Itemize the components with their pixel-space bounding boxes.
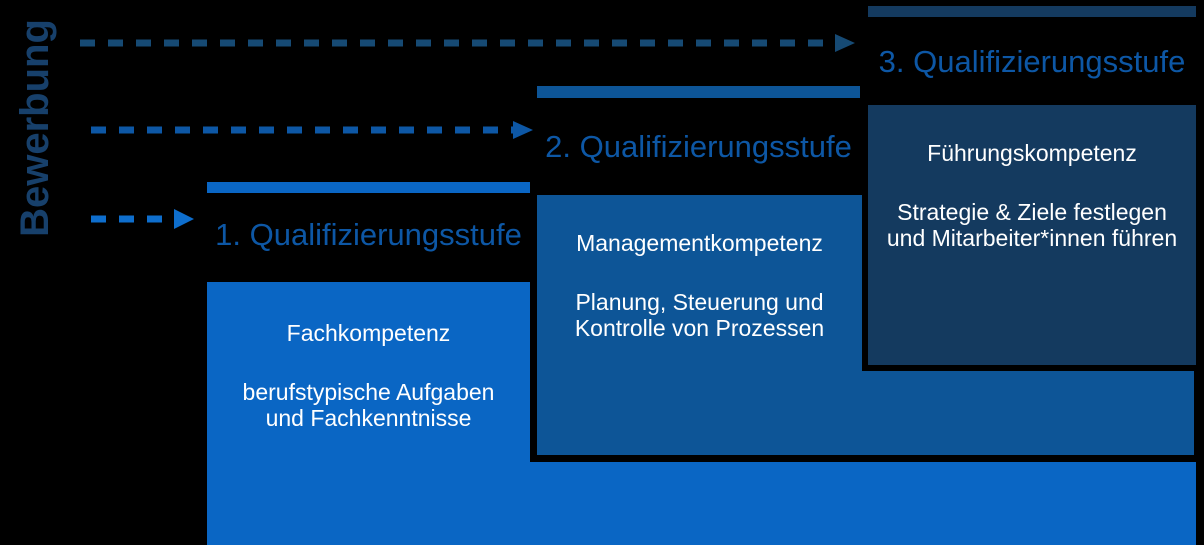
step3-box-line-1: Strategie & Ziele festlegen [897,199,1167,225]
step1-box-line-2: und Fachkenntnisse [265,405,472,431]
step2-heading: 2. Qualifizierungsstufe [545,129,852,164]
step2-box-line-1: Planung, Steuerung und [575,289,824,315]
step1-box-line-1: berufstypische Aufgaben [242,379,495,405]
step3-top-bar [868,6,1196,17]
step1-competence-box: Fachkompetenz berufstypische Aufgaben un… [207,282,530,545]
bewerbung-axis-label: Bewerbung [13,19,57,237]
dashed-arrow-to-step3-icon [80,34,855,52]
step1-heading: 1. Qualifizierungsstufe [215,217,522,252]
step2-competence-box: Managementkompetenz Planung, Steuerung u… [537,195,862,455]
step3-competence-box: Führungskompetenz Strategie & Ziele fest… [868,105,1196,365]
step2-box-title: Managementkompetenz [576,230,823,256]
step3-box-title: Führungskompetenz [927,140,1137,166]
dashed-arrow-to-step2-icon [91,121,533,139]
step3-heading: 3. Qualifizierungsstufe [878,44,1186,79]
step2-box-line-2: Kontrolle von Prozessen [574,315,825,341]
dashed-arrow-to-step1-icon [91,209,194,229]
step2-top-bar [537,86,860,98]
step1-top-bar [207,182,530,193]
step1-box-title: Fachkompetenz [286,320,451,346]
step3-box-line-2: und Mitarbeiter*innen führen [886,225,1178,251]
